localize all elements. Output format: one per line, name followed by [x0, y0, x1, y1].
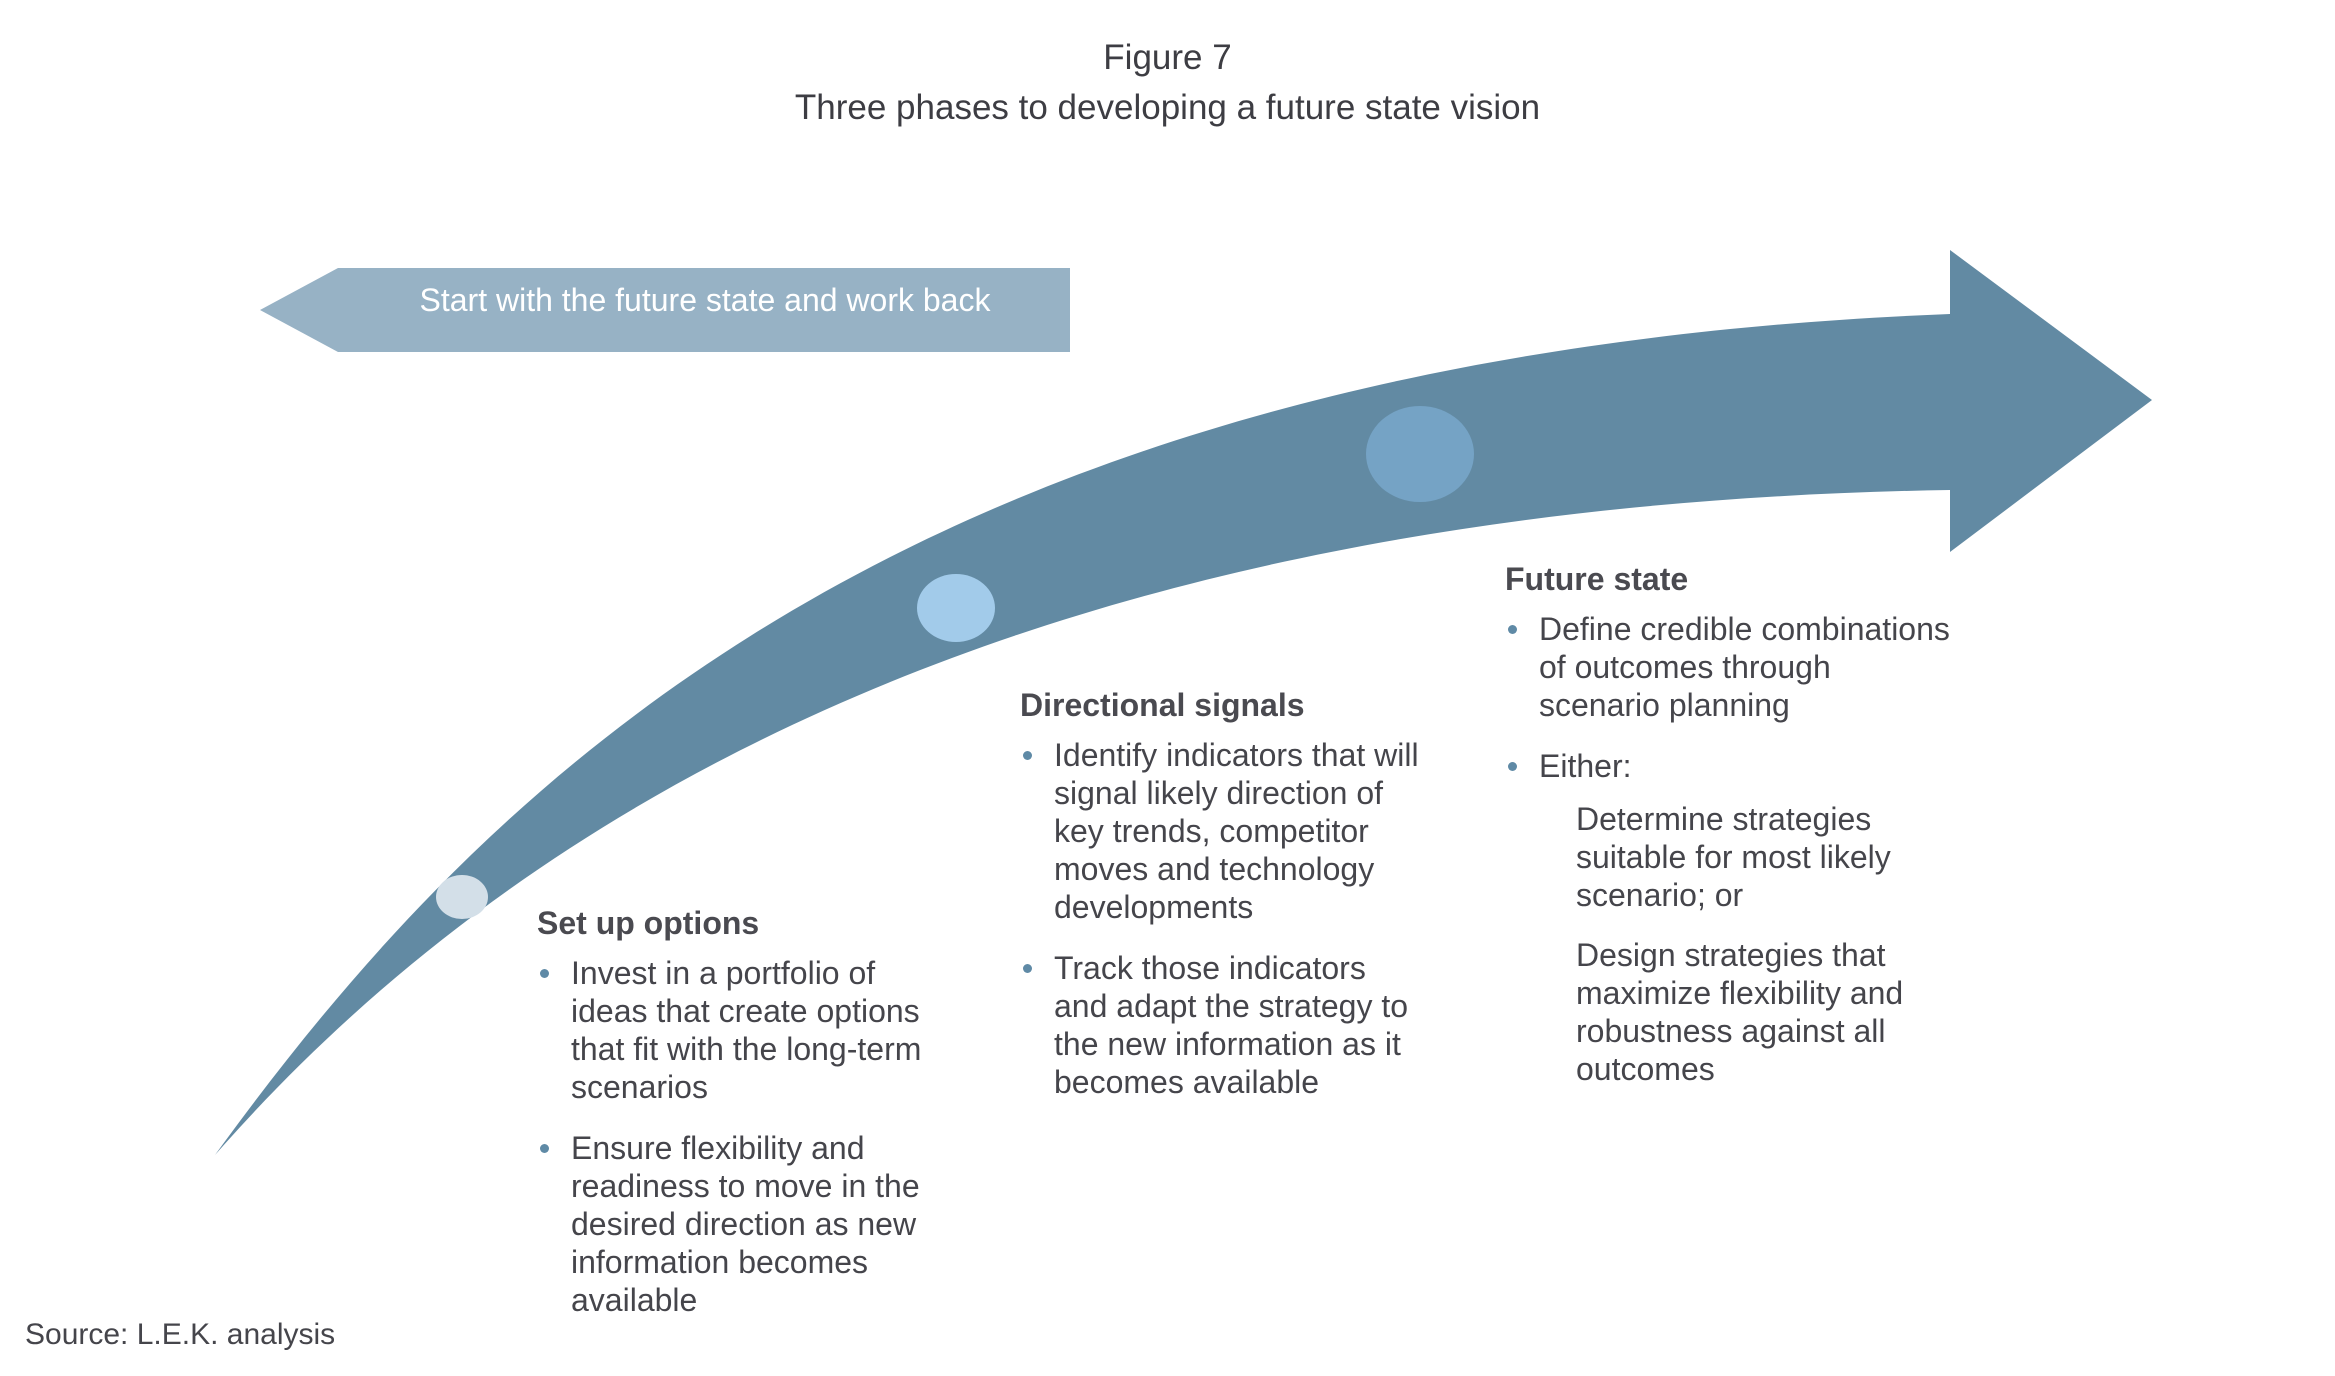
phase-set-up-options: Set up options Invest in a portfolio of …	[537, 904, 937, 1342]
phase-3-marker	[1366, 406, 1474, 502]
list-item-text: Track those indicators and adapt the str…	[1054, 950, 1409, 1100]
back-arrow-shape	[260, 268, 1070, 352]
list-item: Either:	[1505, 747, 1955, 785]
list-item-text: Either:	[1539, 748, 1632, 784]
list-item: Identify indicators that will signal lik…	[1020, 736, 1420, 926]
phase-2-marker	[917, 574, 995, 642]
sub-item-list: Determine strategies suitable for most l…	[1505, 800, 1955, 1088]
phase-1-marker	[436, 875, 488, 919]
bullet-icon	[1508, 625, 1517, 634]
bullet-icon	[540, 969, 549, 978]
source-note: Source: L.E.K. analysis	[25, 1318, 336, 1351]
phase-heading: Directional signals	[1020, 687, 1305, 723]
list-item: Define credible combinations of outcomes…	[1505, 610, 1955, 724]
list-item: Ensure flexibility and readiness to move…	[537, 1129, 937, 1319]
bullet-icon	[1508, 762, 1517, 771]
main-curved-arrow	[215, 250, 2152, 1155]
phase-heading: Future state	[1505, 561, 1689, 597]
list-item: Invest in a portfolio of ideas that crea…	[537, 954, 937, 1106]
list-item-text: Define credible combinations of outcomes…	[1539, 611, 1950, 723]
list-item-text: Identify indicators that will signal lik…	[1054, 737, 1419, 925]
list-item: Track those indicators and adapt the str…	[1020, 949, 1420, 1101]
bullet-icon	[1023, 964, 1032, 973]
bullet-icon	[540, 1144, 549, 1153]
figure-title: Three phases to developing a future stat…	[794, 88, 1541, 127]
figure-label: Figure 7	[1103, 38, 1232, 77]
list-item-text: Invest in a portfolio of ideas that crea…	[571, 955, 922, 1105]
sub-item: Determine strategies suitable for most l…	[1576, 801, 1891, 913]
phase-future-state: Future state Define credible combination…	[1505, 560, 1955, 1110]
list-item-text: Ensure flexibility and readiness to move…	[571, 1130, 920, 1318]
phase-heading: Set up options	[537, 905, 760, 941]
bullet-list: Define credible combinations of outcomes…	[1505, 610, 1955, 785]
phase-directional-signals: Directional signals Identify indicators …	[1020, 686, 1420, 1124]
bullet-list: Invest in a portfolio of ideas that crea…	[537, 954, 937, 1319]
back-arrow-label: Start with the future state and work bac…	[419, 282, 991, 318]
bullet-icon	[1023, 751, 1032, 760]
sub-item: Design strategies that maximize flexibil…	[1576, 937, 1904, 1087]
bullet-list: Identify indicators that will signal lik…	[1020, 736, 1420, 1101]
